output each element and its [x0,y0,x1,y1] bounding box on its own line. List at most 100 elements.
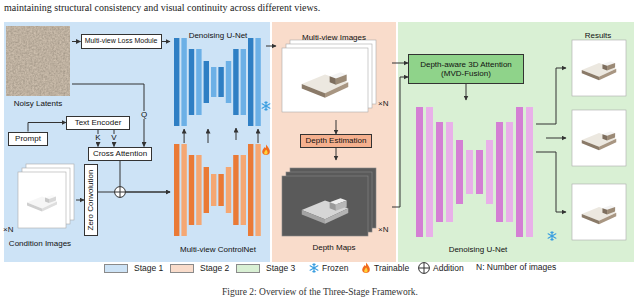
snowflake-symbol [548,232,556,241]
image-node: Noisy Latents [4,24,72,110]
unet-bar [218,67,223,97]
unet-bar [189,49,194,115]
unet-bar [496,122,503,222]
connector-arrow [546,138,566,139]
unet-bar [426,107,433,237]
controlnet-bar [181,144,186,236]
building-image [302,72,349,98]
node-text: Noisy Latents [14,99,62,108]
legend-swatch [104,264,128,273]
label-holder: Results [566,24,630,42]
connector-arrow [336,148,337,160]
unet-bar [174,38,179,126]
connector-arrow [266,46,276,47]
legend-swatch [236,264,260,273]
attention-box: Depth-aware 3D Attention (MVD-Fusion) [408,54,524,84]
controlnet-bar [211,174,216,206]
controlnet-block: Multi-view ControlNet [170,140,266,256]
process-box: Depth Estimation [300,134,372,148]
skip-arrow [258,129,259,143]
node-text: Text Encoder [75,118,122,127]
process-box: Multi-view Loss Module [81,34,162,49]
building-image [582,205,617,224]
node-text: Multi-view Loss Module [85,37,158,45]
fire-symbol [262,145,270,155]
stage-panel [398,22,634,262]
unet-bar [255,38,260,126]
skip-arrow [208,129,209,143]
connector-arrow [76,200,84,201]
image-card [18,172,66,228]
image-node: Condition Images [4,160,76,250]
note-label: ×N [378,226,388,235]
controlnet-bar [248,144,253,236]
controlnet-bar [241,155,246,225]
controlnet-bar [174,144,179,236]
unet-bar [506,122,513,222]
edge-label: K [94,134,101,142]
stage-panel [272,22,396,262]
node-text: Results [585,31,612,40]
label-holder: Depth Maps [276,236,392,254]
result-card [572,40,626,96]
building-image [582,131,617,150]
input-box: Prompt [8,132,48,146]
unet-bar [476,150,483,194]
note-label: N: Number of images [476,263,556,272]
snowflake-symbol [310,264,318,273]
noise-image [6,26,70,96]
unet-bar [486,140,493,204]
unet-block: Denoising U-Net [410,100,546,256]
process-box: Zero Convolution [84,164,98,236]
unet-bar [436,122,443,222]
controlnet-bar [226,167,231,213]
unet-bar [181,38,186,126]
label-holder: Multi-view Images [276,26,392,44]
legend-text: Stage 2 [200,263,229,273]
controlnet-bar [196,155,201,225]
note-label: ×N [3,226,13,235]
addition-symbol [419,263,430,274]
legend-text: Stage 3 [266,263,295,273]
unet-bar [241,49,246,115]
controlnet-bar [218,174,223,206]
label-holder: Condition Images [4,232,76,250]
note-label: ×N [378,100,388,109]
label-holder: Denoising U-Net [170,24,266,42]
node-text: Depth Maps [312,243,355,252]
unet-bar [416,107,423,237]
building-image [582,61,617,80]
edge-label: Q [140,111,148,119]
unet-block: Denoising U-Net [170,24,266,128]
label-holder: Multi-view ControlNet [170,238,266,256]
addition-symbol [115,187,126,198]
stage-panel [4,22,270,262]
figure-caption: Figure 2: Overview of the Three-Stage Fr… [0,287,640,297]
node-text: Depth-aware 3D Attention (MVD-Fusion) [414,60,518,78]
connector-arrow [466,84,467,100]
legend-text: Addition [433,263,464,273]
connector-arrow [72,41,81,42]
image-node: Depth Maps [276,160,392,254]
connector-arrow [236,128,237,140]
node-text: Prompt [15,134,41,143]
result-card [572,110,626,166]
skip-arrow [184,129,185,143]
controlnet-bar [204,167,209,213]
building-image [27,195,57,212]
process-box: Text Encoder [66,116,130,130]
unet-bar [446,122,453,222]
running-text: maintaining structural consistency and v… [4,2,320,13]
depth-card [282,176,368,236]
edge-label: V [110,134,117,142]
controlnet-bar [189,155,194,225]
unet-bar [204,61,209,103]
results-node: Results [566,24,630,258]
node-text: Denoising U-Net [449,245,508,254]
connector-arrow [120,161,170,193]
node-text: Condition Images [9,239,71,248]
output-arrow [536,152,566,212]
connector-arrow [392,77,408,207]
output-arrow [536,68,566,124]
